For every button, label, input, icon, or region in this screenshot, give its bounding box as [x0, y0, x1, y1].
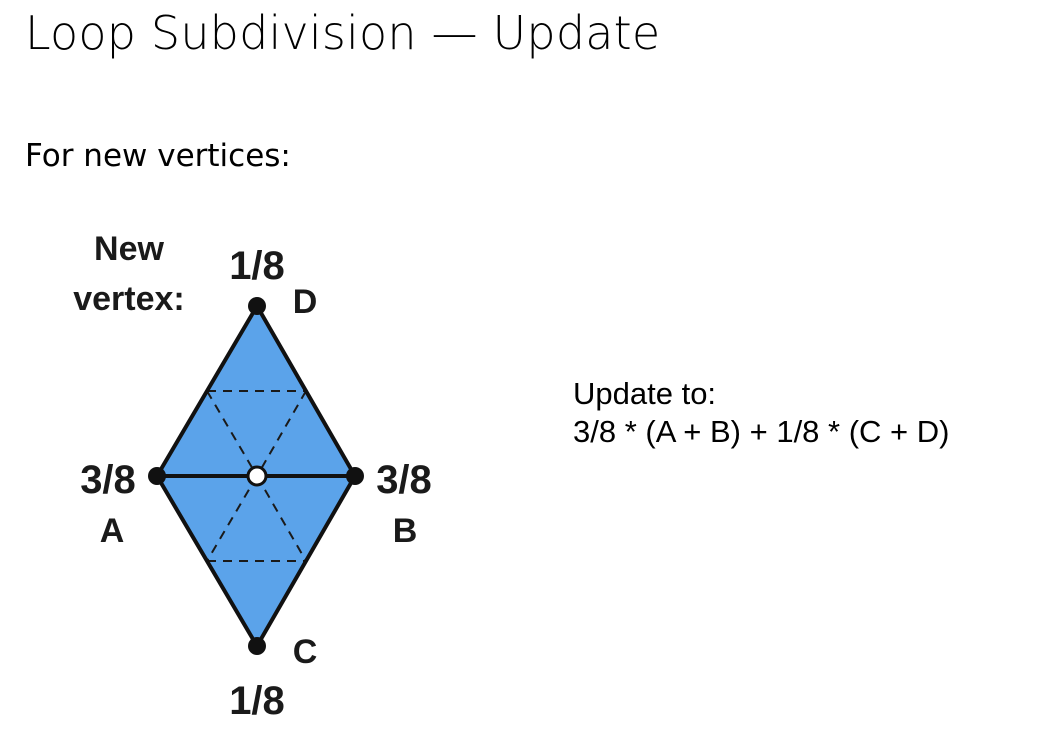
update-formula: Update to: 3/8 * (A + B) + 1/8 * (C + D) — [573, 375, 949, 451]
caption-new: New — [94, 230, 164, 268]
weight-b-label: 3/8 — [376, 458, 432, 502]
caption-vertex: vertex: — [73, 280, 185, 318]
dashed-line-ul-to-center — [206, 390, 258, 477]
formula-expression: 3/8 * (A + B) + 1/8 * (C + D) — [573, 414, 950, 449]
weight-c-label: 1/8 — [229, 679, 285, 723]
vertex-d-dot — [248, 297, 266, 315]
formula-label: Update to: — [573, 376, 717, 411]
vertex-b-label: B — [393, 512, 418, 550]
dashed-line-center-to-lr — [256, 475, 307, 562]
dashed-line-center-to-ll — [206, 475, 258, 562]
weight-d-label: 1/8 — [229, 244, 285, 288]
vertex-c-dot — [248, 637, 266, 655]
vertex-d-label: D — [293, 283, 318, 321]
vertex-a-dot — [148, 467, 166, 485]
weight-a-label: 3/8 — [80, 458, 136, 502]
new-vertex-dot — [246, 465, 268, 487]
subheading: For new vertices: — [25, 138, 291, 174]
dashed-line-ur-to-center — [256, 390, 307, 477]
slide-title: Loop Subdivision — Update — [25, 6, 661, 60]
vertex-c-label: C — [293, 633, 318, 671]
dashed-subdivision-lines — [206, 390, 307, 562]
vertex-b-dot — [346, 467, 364, 485]
vertex-a-label: A — [100, 512, 125, 550]
